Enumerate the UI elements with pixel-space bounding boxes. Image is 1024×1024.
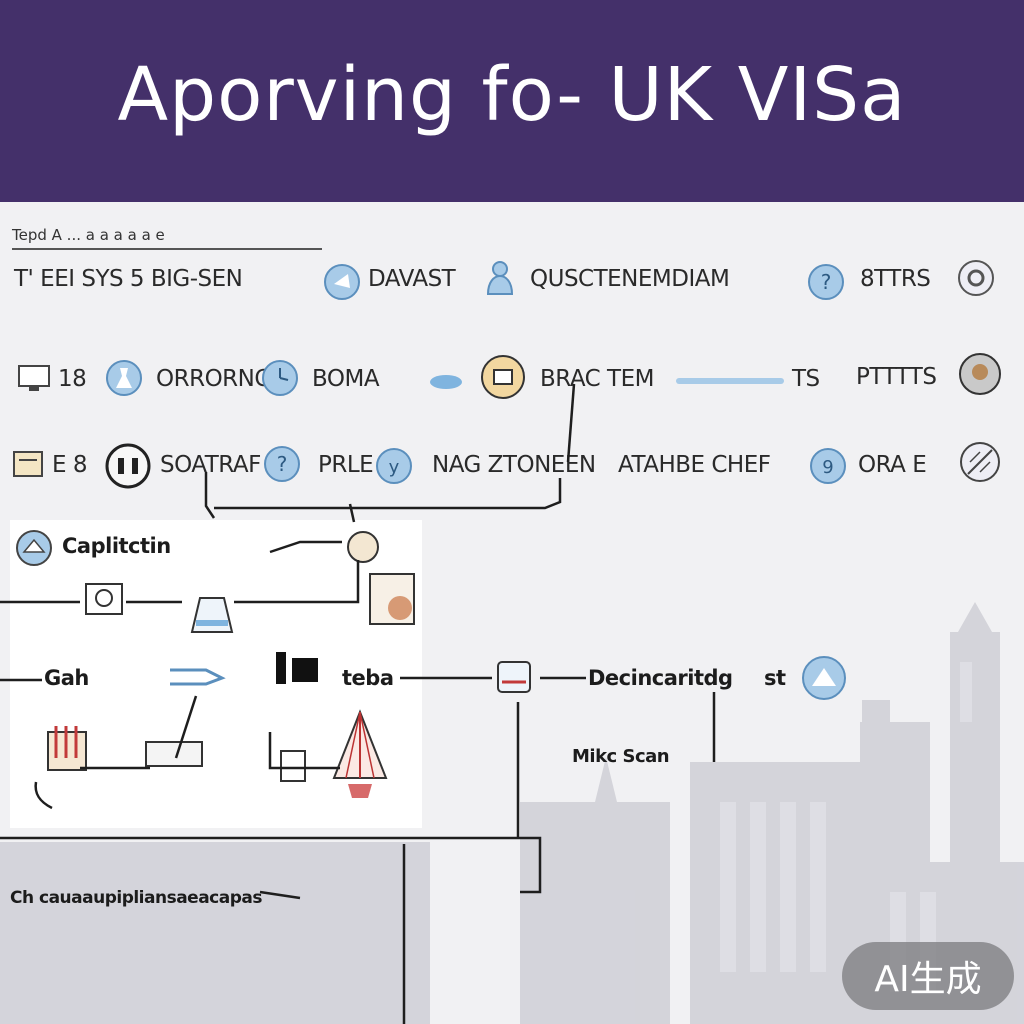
row2-label-6: PTTTTS (856, 364, 937, 390)
blue-dash-icon (430, 375, 462, 389)
row3-label-1: E 8 (52, 452, 87, 478)
svg-text:9: 9 (822, 457, 833, 478)
row2-label-3: BOMA (312, 366, 380, 392)
row3-label-2: SOATRAF (160, 452, 261, 478)
header-banner: Aporving fo- UK VISa (0, 0, 1024, 202)
question-icon: ? (808, 264, 844, 300)
row2-label-2: ORRORNG (156, 366, 272, 392)
gah-label: Gah (44, 666, 89, 690)
head-icon (105, 443, 151, 489)
footer-label: Ch cauaaupipliansaeacapas (10, 888, 263, 908)
st-label: st (764, 666, 786, 690)
progress-line (676, 378, 784, 384)
tools-icon (16, 530, 52, 566)
check-icon: y (376, 448, 412, 484)
subheading-underline (12, 248, 322, 250)
tent-icon (332, 709, 388, 798)
face-icon (481, 355, 525, 399)
panel-title: Caplitctin (62, 534, 171, 558)
laptop-icon (145, 741, 203, 767)
row1-label-3: QUSCTENEMDIAM (530, 266, 730, 292)
avatar-icon (347, 531, 379, 563)
row2-label-4: BRAC TEM (540, 366, 654, 392)
ai-generated-badge: AI生成 (842, 942, 1014, 1010)
page-title: Aporving fo- UK VISa (117, 52, 907, 138)
row3-label-6: ORA E (858, 452, 927, 478)
crossed-icon (960, 442, 1000, 482)
hand-icon (170, 668, 226, 686)
printer-icon (190, 597, 234, 633)
flag-icon (276, 652, 318, 684)
doc-icon (13, 451, 43, 477)
lab-icon (106, 360, 142, 396)
bulb-icon: ? (264, 446, 300, 482)
person-icon (486, 261, 514, 295)
row2-label-5: TS (792, 366, 820, 392)
row2-label-1: 18 (58, 366, 87, 392)
phone-icon (280, 750, 306, 782)
svg-text:?: ? (821, 270, 832, 294)
row1-label-2: DAVAST (368, 266, 456, 292)
monitor-icon (18, 365, 50, 391)
row1-label-1: T' EEI SYS 5 BIG-SEN (14, 266, 243, 292)
row3-label-3: PRLE (318, 452, 374, 478)
make-scan-label: Mikc Scan (572, 746, 670, 767)
svg-text:y: y (389, 457, 400, 478)
camera-icon (85, 583, 123, 615)
documents-label: Decincaritdg (588, 666, 733, 690)
signal-icon (802, 656, 846, 700)
gear-icon (958, 260, 994, 296)
search-icon: 9 (810, 448, 846, 484)
intro-subheading: Tepd A ... a a a a a e (12, 226, 165, 244)
process-panel: Caplitctin Gah teba (10, 520, 422, 828)
clock-icon (262, 360, 298, 396)
diagram-area: Tepd A ... a a a a a e T' EEI SYS 5 BIG-… (0, 202, 1024, 1024)
row3-label-5: ATAHBE CHEF (618, 452, 771, 478)
folders-icon (47, 726, 87, 771)
row3-label-4: NAG ZTONEEN (432, 452, 596, 478)
row1-label-4: 8TTRS (860, 266, 931, 292)
box-icon (369, 573, 415, 625)
teba-label: teba (342, 666, 394, 690)
basket-icon (497, 661, 531, 693)
balloon-icon (324, 264, 360, 300)
svg-text:?: ? (277, 452, 288, 476)
support-icon (959, 353, 1001, 395)
